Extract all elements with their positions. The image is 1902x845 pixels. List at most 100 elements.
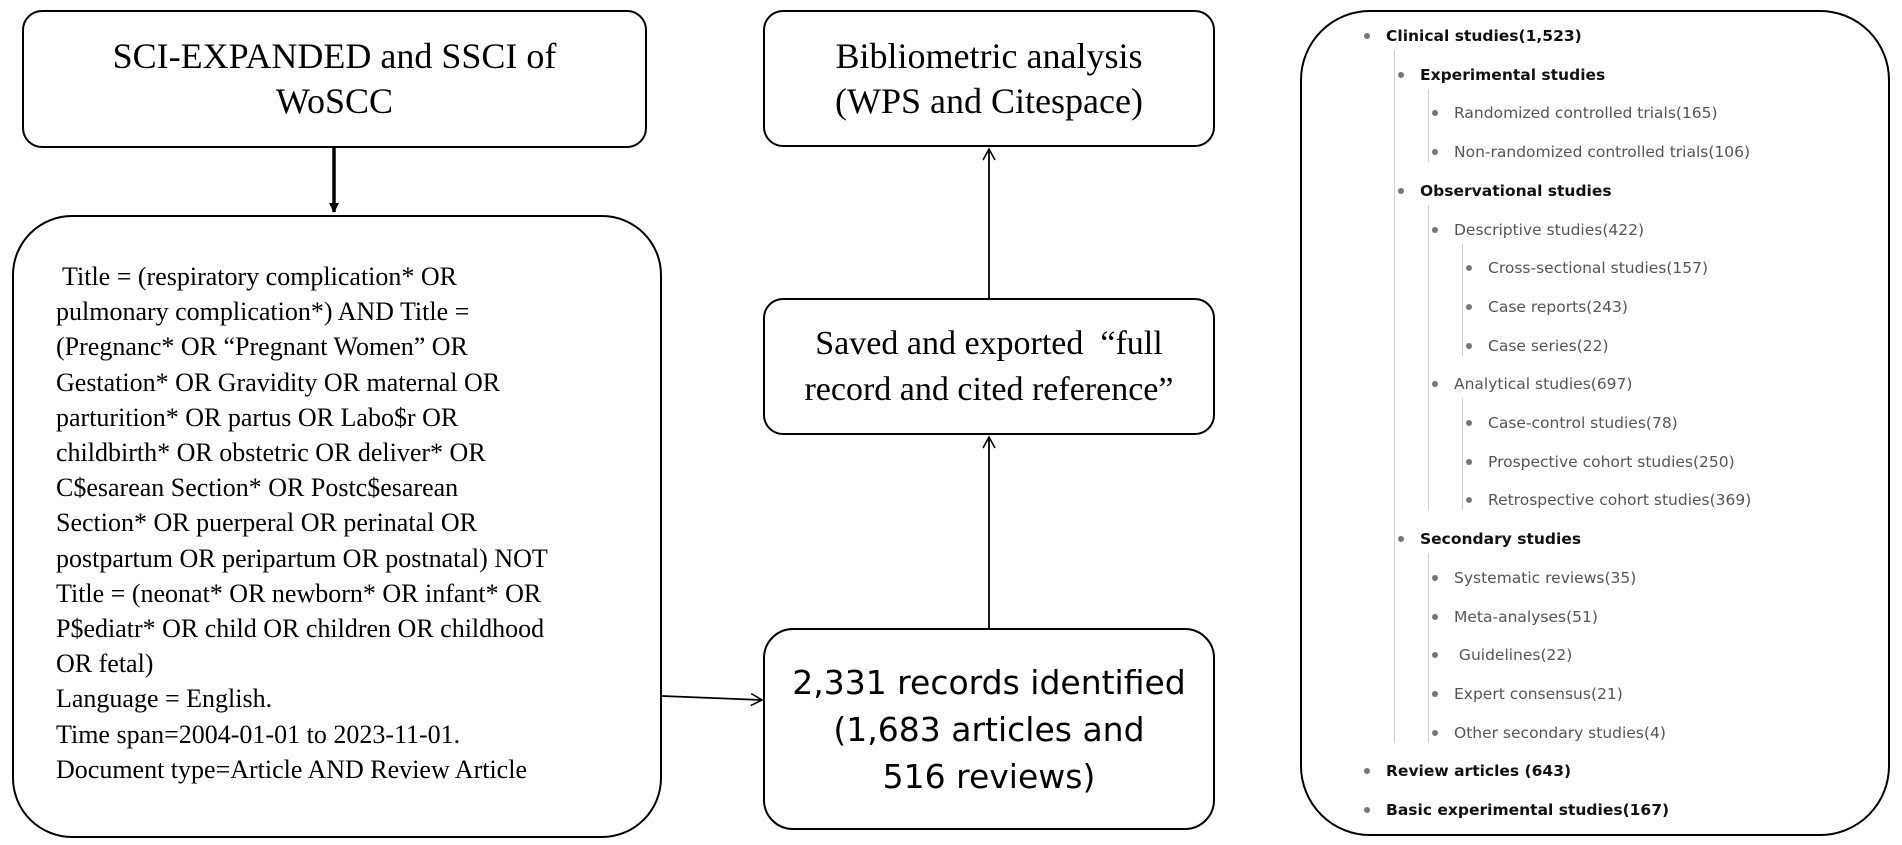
tree-guide-line <box>1428 204 1429 511</box>
query-line: childbirth* OR obstetric OR deliver* OR <box>56 438 486 468</box>
classification-item: Expert consensus(21) <box>1432 684 1623 704</box>
query-line: Gestation* OR Gravidity OR maternal OR <box>56 367 501 397</box>
bullet-icon <box>1466 458 1472 465</box>
classification-item: Guidelines(22) <box>1432 645 1573 665</box>
bibliometric-analysis-box: Bibliometric analysis (WPS and Citespace… <box>763 10 1215 147</box>
export-line-1: Saved and exported “full <box>815 324 1163 362</box>
query-line: C$esarean Section* OR Postc$esarean <box>56 473 459 503</box>
tree-guide-line <box>1428 88 1429 163</box>
classification-item: Systematic reviews(35) <box>1432 568 1637 588</box>
bullet-icon <box>1432 226 1438 233</box>
classification-item: Experimental studies <box>1398 65 1606 85</box>
tree-guide-line <box>1462 243 1463 356</box>
study-classification-box: Clinical studies(1,523) Experimental stud… <box>1300 10 1890 836</box>
classification-item-label: Guidelines(22) <box>1454 646 1573 665</box>
classification-item: Prospective cohort studies(250) <box>1466 452 1735 472</box>
search-query-text: Title = (respiratory complication* OR pu… <box>56 259 548 787</box>
query-line: OR fetal) <box>56 649 154 679</box>
bullet-icon <box>1466 265 1472 272</box>
classification-item-label: Clinical studies(1,523) <box>1386 27 1582 45</box>
query-language-line: Language = English. <box>56 684 273 714</box>
bullet-icon <box>1398 536 1404 543</box>
query-timespan-line: Time span=2004-01-01 to 2023-11-01. <box>56 719 461 749</box>
classification-item-label: Basic experimental studies(167) <box>1386 801 1670 819</box>
export-line-2: record and cited reference” <box>804 370 1174 408</box>
query-line: Title = (neonat* OR newborn* OR infant* … <box>56 578 542 608</box>
classification-item-label: Secondary studies <box>1420 530 1582 549</box>
classification-item: Case reports(243) <box>1466 297 1628 317</box>
bullet-icon <box>1398 71 1404 78</box>
classification-item: Analytical studies(697) <box>1432 374 1633 394</box>
query-line: pulmonary complication*) AND Title = <box>56 297 470 327</box>
source-database-box: SCI-EXPANDED and SSCI of WoSCC <box>22 10 647 148</box>
records-identified-box: 2,331 records identified (1,683 articles… <box>763 628 1215 830</box>
classification-item: Clinical studies(1,523) <box>1364 26 1582 46</box>
search-query-box: Title = (respiratory complication* OR pu… <box>12 215 662 838</box>
classification-item: Meta-analyses(51) <box>1432 607 1598 627</box>
classification-item: Case-control studies(78) <box>1466 413 1678 433</box>
classification-item: Observational studies <box>1398 181 1612 201</box>
bullet-icon <box>1432 381 1438 388</box>
classification-item: Review articles (643) <box>1364 761 1572 781</box>
records-line-3: 516 reviews) <box>882 756 1096 796</box>
classification-item-label: Review articles (643) <box>1386 762 1572 781</box>
classification-item: Non-randomized controlled trials(106) <box>1432 142 1751 162</box>
classification-item-label: Cross-sectional studies(157) <box>1488 259 1709 278</box>
classification-item-label: Experimental studies <box>1420 65 1606 84</box>
bullet-icon <box>1432 690 1438 697</box>
source-line-1: SCI-EXPANDED and SSCI of <box>112 36 557 76</box>
classification-item: Retrospective cohort studies(369) <box>1466 490 1752 510</box>
source-line-2: WoSCC <box>275 81 394 121</box>
query-line: (Pregnanc* OR “Pregnant Women” OR <box>56 332 468 362</box>
records-line-2: (1,683 articles and <box>833 709 1145 749</box>
analysis-line-2: (WPS and Citespace) <box>835 80 1143 121</box>
classification-item-label: Case reports(243) <box>1488 297 1628 316</box>
classification-item-label: Descriptive studies(422) <box>1454 220 1645 239</box>
classification-item-label: Observational studies <box>1420 181 1612 200</box>
classification-item-label: Case series(22) <box>1488 336 1609 355</box>
bullet-icon <box>1432 613 1438 620</box>
classification-item: Descriptive studies(422) <box>1432 220 1645 240</box>
analysis-line-1: Bibliometric analysis <box>835 35 1143 76</box>
arrow-query-to-records <box>661 692 764 707</box>
bullet-icon <box>1432 729 1438 736</box>
bullet-icon <box>1432 110 1438 117</box>
tree-guide-line <box>1462 398 1463 511</box>
bullet-icon <box>1432 149 1438 156</box>
bullet-icon <box>1364 768 1370 775</box>
bullet-icon <box>1432 652 1438 659</box>
classification-item: Other secondary studies(4) <box>1432 723 1666 743</box>
bullet-icon <box>1466 303 1472 310</box>
query-line: Title = (respiratory complication* OR <box>56 262 458 291</box>
classification-item: Secondary studies <box>1398 529 1582 549</box>
tree-guide-line <box>1394 50 1395 743</box>
classification-item-label: Prospective cohort studies(250) <box>1488 452 1735 471</box>
query-line: parturition* OR partus OR Labo$r OR <box>56 402 459 432</box>
classification-item-label: Randomized controlled trials(165) <box>1454 104 1718 123</box>
query-line: postpartum OR peripartum OR postnatal) N… <box>56 543 548 573</box>
classification-item-label: Retrospective cohort studies(369) <box>1488 491 1752 510</box>
classification-item: Randomized controlled trials(165) <box>1432 103 1718 123</box>
classification-item-label: Expert consensus(21) <box>1454 684 1623 703</box>
query-line: Section* OR puerperal OR perinatal OR <box>56 508 477 538</box>
export-records-box: Saved and exported “full record and cite… <box>763 298 1215 435</box>
query-line: P$ediatr* OR child OR children OR childh… <box>56 614 545 644</box>
bullet-icon <box>1466 420 1472 426</box>
bullet-icon <box>1432 574 1438 581</box>
bullet-icon <box>1364 807 1370 813</box>
classification-item: Cross-sectional studies(157) <box>1466 258 1709 278</box>
bullet-icon <box>1364 33 1370 39</box>
classification-item-label: Meta-analyses(51) <box>1454 607 1598 626</box>
classification-item: Basic experimental studies(167) <box>1364 800 1670 820</box>
tree-guide-line <box>1428 553 1429 743</box>
bullet-icon <box>1466 497 1472 504</box>
bullet-icon <box>1466 342 1472 349</box>
query-doctype-line: Document type=Article AND Review Article <box>56 754 527 784</box>
classification-item-label: Non-randomized controlled trials(106) <box>1454 143 1751 162</box>
classification-item-label: Analytical studies(697) <box>1454 375 1633 394</box>
bullet-icon <box>1398 187 1404 194</box>
classification-item-label: Systematic reviews(35) <box>1454 568 1637 587</box>
records-line-1: 2,331 records identified <box>792 662 1186 702</box>
